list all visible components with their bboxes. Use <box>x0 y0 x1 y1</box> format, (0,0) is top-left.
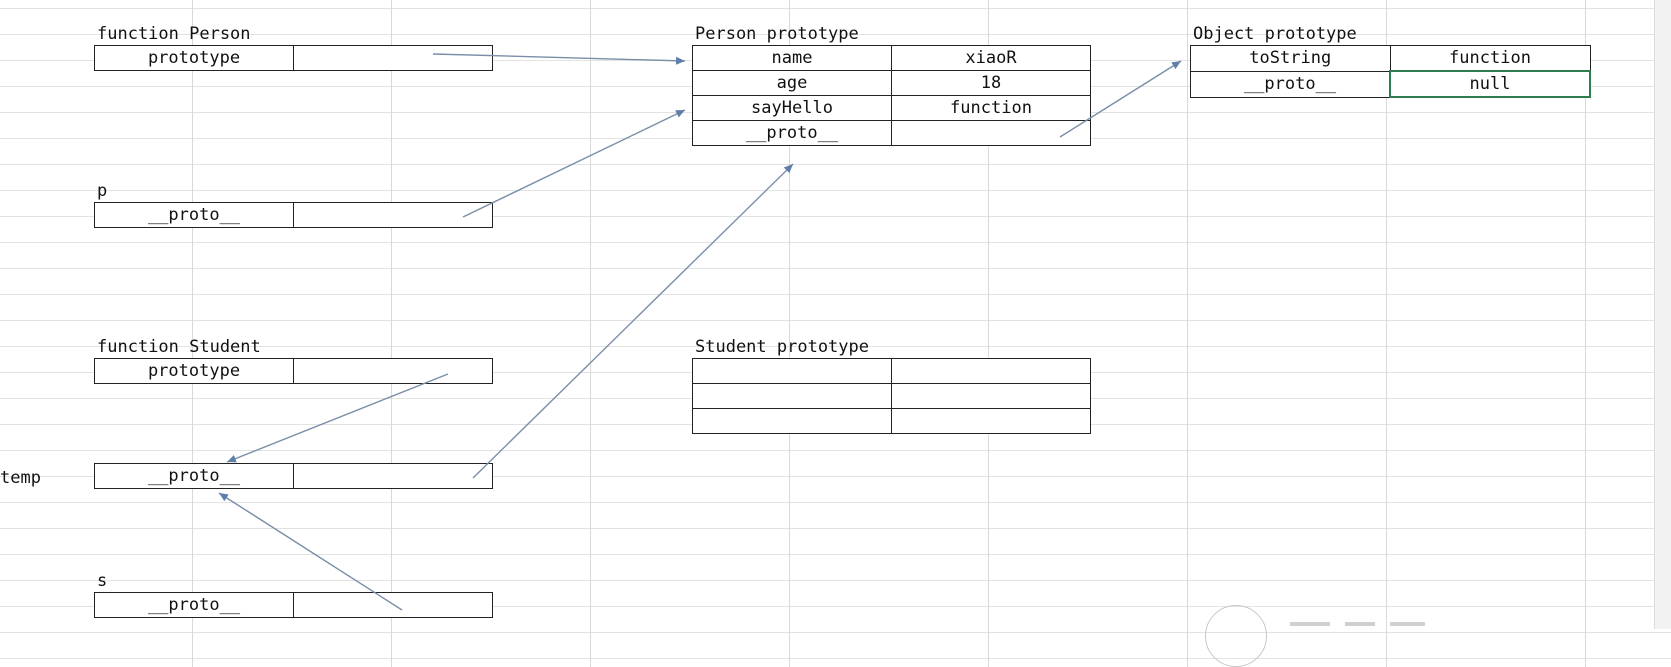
student-prototype-title: Student prototype <box>695 337 869 357</box>
table-row: toString function <box>1190 45 1591 72</box>
cell-key[interactable]: __proto__ <box>692 120 892 146</box>
cell-key[interactable]: __proto__ <box>1190 70 1391 98</box>
person-prototype-table: name xiaoR age 18 sayHello function __pr… <box>692 45 1091 146</box>
status-bar-segment <box>1290 622 1330 626</box>
cell-value-selected[interactable]: null <box>1389 70 1591 98</box>
cell-value[interactable] <box>891 383 1091 409</box>
arrow-student-prototype-to-temp <box>226 373 449 463</box>
table-row <box>692 358 1091 384</box>
object-prototype-title: Object prototype <box>1193 24 1357 44</box>
table-row: prototype <box>94 45 493 71</box>
status-circle-icon <box>1205 605 1267 667</box>
table-row: __proto__ <box>692 120 1091 146</box>
status-bar-segment <box>1345 622 1375 626</box>
cell-value[interactable] <box>293 358 493 384</box>
cell-value[interactable]: function <box>891 95 1091 121</box>
cell-key[interactable]: name <box>692 45 892 71</box>
status-bar-segment <box>1390 622 1425 626</box>
s-title: s <box>97 571 108 591</box>
person-prototype-title: Person prototype <box>695 24 859 44</box>
cell-value[interactable] <box>293 463 493 489</box>
table-row: __proto__ null <box>1190 70 1591 98</box>
table-row <box>692 383 1091 409</box>
cell-key[interactable]: prototype <box>94 358 294 384</box>
vertical-scrollbar[interactable] <box>1654 0 1671 629</box>
table-row <box>692 408 1091 434</box>
cell-key[interactable] <box>692 358 892 384</box>
function-person-title: function Person <box>97 24 251 44</box>
cell-key[interactable]: sayHello <box>692 95 892 121</box>
cell-value[interactable] <box>891 408 1091 434</box>
cell-value[interactable] <box>293 45 493 71</box>
student-prototype-table <box>692 358 1091 434</box>
table-row: __proto__ <box>94 202 493 228</box>
table-row: prototype <box>94 358 493 384</box>
cell-value[interactable] <box>891 358 1091 384</box>
cell-value[interactable]: xiaoR <box>891 45 1091 71</box>
table-row: sayHello function <box>692 95 1091 121</box>
cell-key[interactable] <box>692 408 892 434</box>
cell-value[interactable] <box>293 592 493 618</box>
function-person-table: prototype <box>94 45 493 71</box>
table-row: age 18 <box>692 70 1091 96</box>
cell-value[interactable] <box>293 202 493 228</box>
object-prototype-table: toString function __proto__ null <box>1190 45 1591 98</box>
cell-value[interactable]: function <box>1389 45 1591 72</box>
function-student-title: function Student <box>97 337 261 357</box>
p-table: __proto__ <box>94 202 493 228</box>
cell-key[interactable]: age <box>692 70 892 96</box>
cell-value[interactable]: 18 <box>891 70 1091 96</box>
p-title: p <box>97 181 108 201</box>
cell-key[interactable]: __proto__ <box>94 202 294 228</box>
arrow-p-proto <box>462 109 686 218</box>
s-table: __proto__ <box>94 592 493 618</box>
temp-title: temp <box>0 468 41 488</box>
table-row: __proto__ <box>94 463 493 489</box>
cell-value[interactable] <box>891 120 1091 146</box>
cell-key[interactable]: prototype <box>94 45 294 71</box>
cell-key[interactable]: __proto__ <box>94 592 294 618</box>
cell-key[interactable] <box>692 383 892 409</box>
function-student-table: prototype <box>94 358 493 384</box>
table-row: name xiaoR <box>692 45 1091 71</box>
cell-key[interactable]: toString <box>1190 45 1391 72</box>
temp-table: __proto__ <box>94 463 493 489</box>
table-row: __proto__ <box>94 592 493 618</box>
cell-key[interactable]: __proto__ <box>94 463 294 489</box>
